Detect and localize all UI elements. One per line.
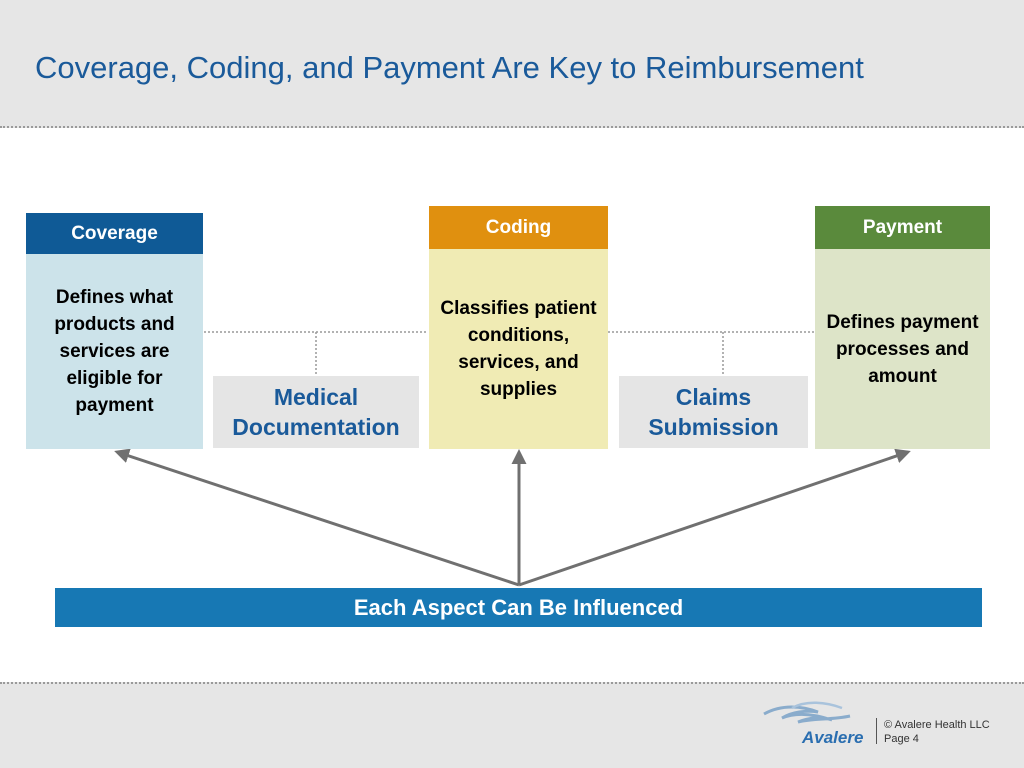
page-title: Coverage, Coding, and Payment Are Key to… xyxy=(35,50,864,85)
influence-banner: Each Aspect Can Be Influenced xyxy=(55,588,982,627)
payment-header: Payment xyxy=(815,206,990,249)
header-bar: Coverage, Coding, and Payment Are Key to… xyxy=(0,0,1024,128)
footer-divider xyxy=(876,718,877,744)
coding-description: Classifies patient conditions, services,… xyxy=(429,249,608,449)
footer-bar xyxy=(0,682,1024,768)
copyright-text: © Avalere Health LLC xyxy=(884,719,990,731)
arrow-to-coverage xyxy=(114,448,520,587)
payment-box: Payment Defines payment processes and am… xyxy=(815,206,990,449)
medical-documentation-box: Medical Documentation xyxy=(213,376,419,448)
coverage-header: Coverage xyxy=(26,213,203,254)
coverage-box: Coverage Defines what products and servi… xyxy=(26,213,203,449)
arrow-to-payment xyxy=(518,448,911,587)
bird-icon xyxy=(763,701,851,724)
logo-wordmark: Avalere xyxy=(802,728,864,747)
coding-box: Coding Classifies patient conditions, se… xyxy=(429,206,608,449)
payment-description: Defines payment processes and amount xyxy=(815,249,990,449)
page-number: Page 4 xyxy=(884,733,919,745)
claims-submission-box: Claims Submission xyxy=(619,376,808,448)
avalere-logo: Avalere xyxy=(762,700,872,750)
coding-header: Coding xyxy=(429,206,608,249)
coverage-description: Defines what products and services are e… xyxy=(26,254,203,449)
footer-info: © Avalere Health LLC Page 4 xyxy=(884,718,990,746)
